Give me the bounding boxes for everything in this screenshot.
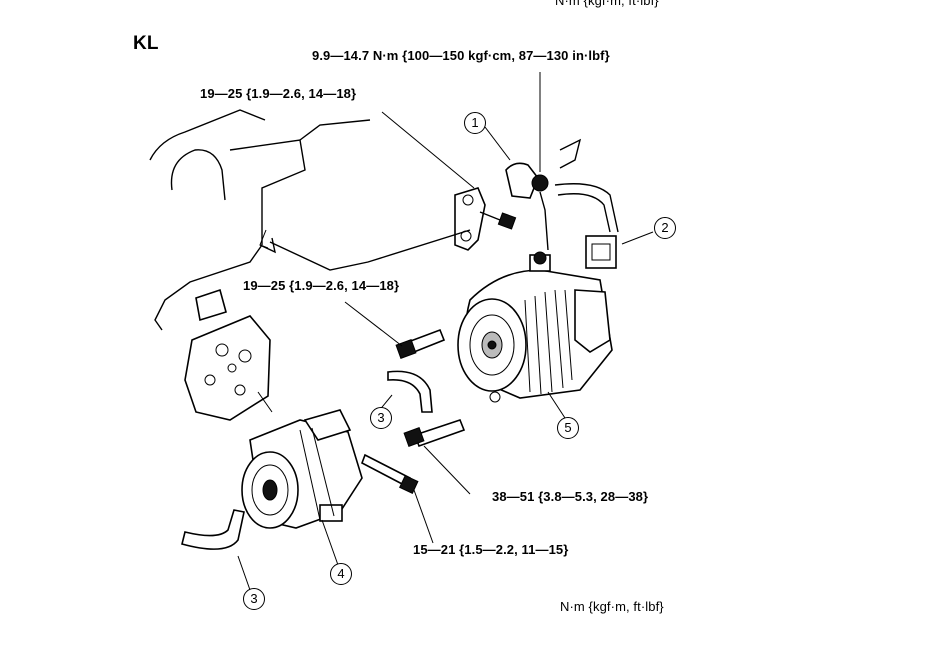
torque-label-bracket: 19—25 {1.9—2.6, 14—18} [200,86,357,101]
compressor-bracket [184,288,271,421]
engine-code-label: KL [133,33,159,54]
callout-1: 1 [464,112,486,134]
callout-3-lower: 3 [243,588,265,610]
callout-2: 2 [654,217,676,239]
torque-label-top: 9.9—14.7 N·m {100—150 kgf·cm, 87—130 in·… [312,48,610,63]
drive-belt-lower [181,509,245,550]
engine-block-outline [149,109,371,331]
torque-label-bolt-compressor: 15—21 {1.5—2.2, 11—15} [413,542,569,557]
alternator [457,251,613,403]
unit-note-bottom: N·m {kgf·m, ft·lbf} [560,599,664,614]
torque-label-bolt-alternator: 38—51 {3.8—5.3, 28—38} [492,489,649,504]
callout-4: 4 [330,563,352,585]
callout-5: 5 [557,417,579,439]
drive-belt-upper [387,370,433,413]
alternator-mounting-bolts [361,328,466,494]
alternator-bracket [269,187,517,271]
torque-label-bolt-mid: 19—25 {1.9—2.6, 14—18} [243,278,400,293]
leader-lines [237,72,654,591]
callout-3-upper: 3 [370,407,392,429]
wiring-harness-connector [505,138,619,269]
ac-compressor [241,409,363,529]
unit-note-top: N·m {kgf·m, ft·lbf} [555,0,659,8]
